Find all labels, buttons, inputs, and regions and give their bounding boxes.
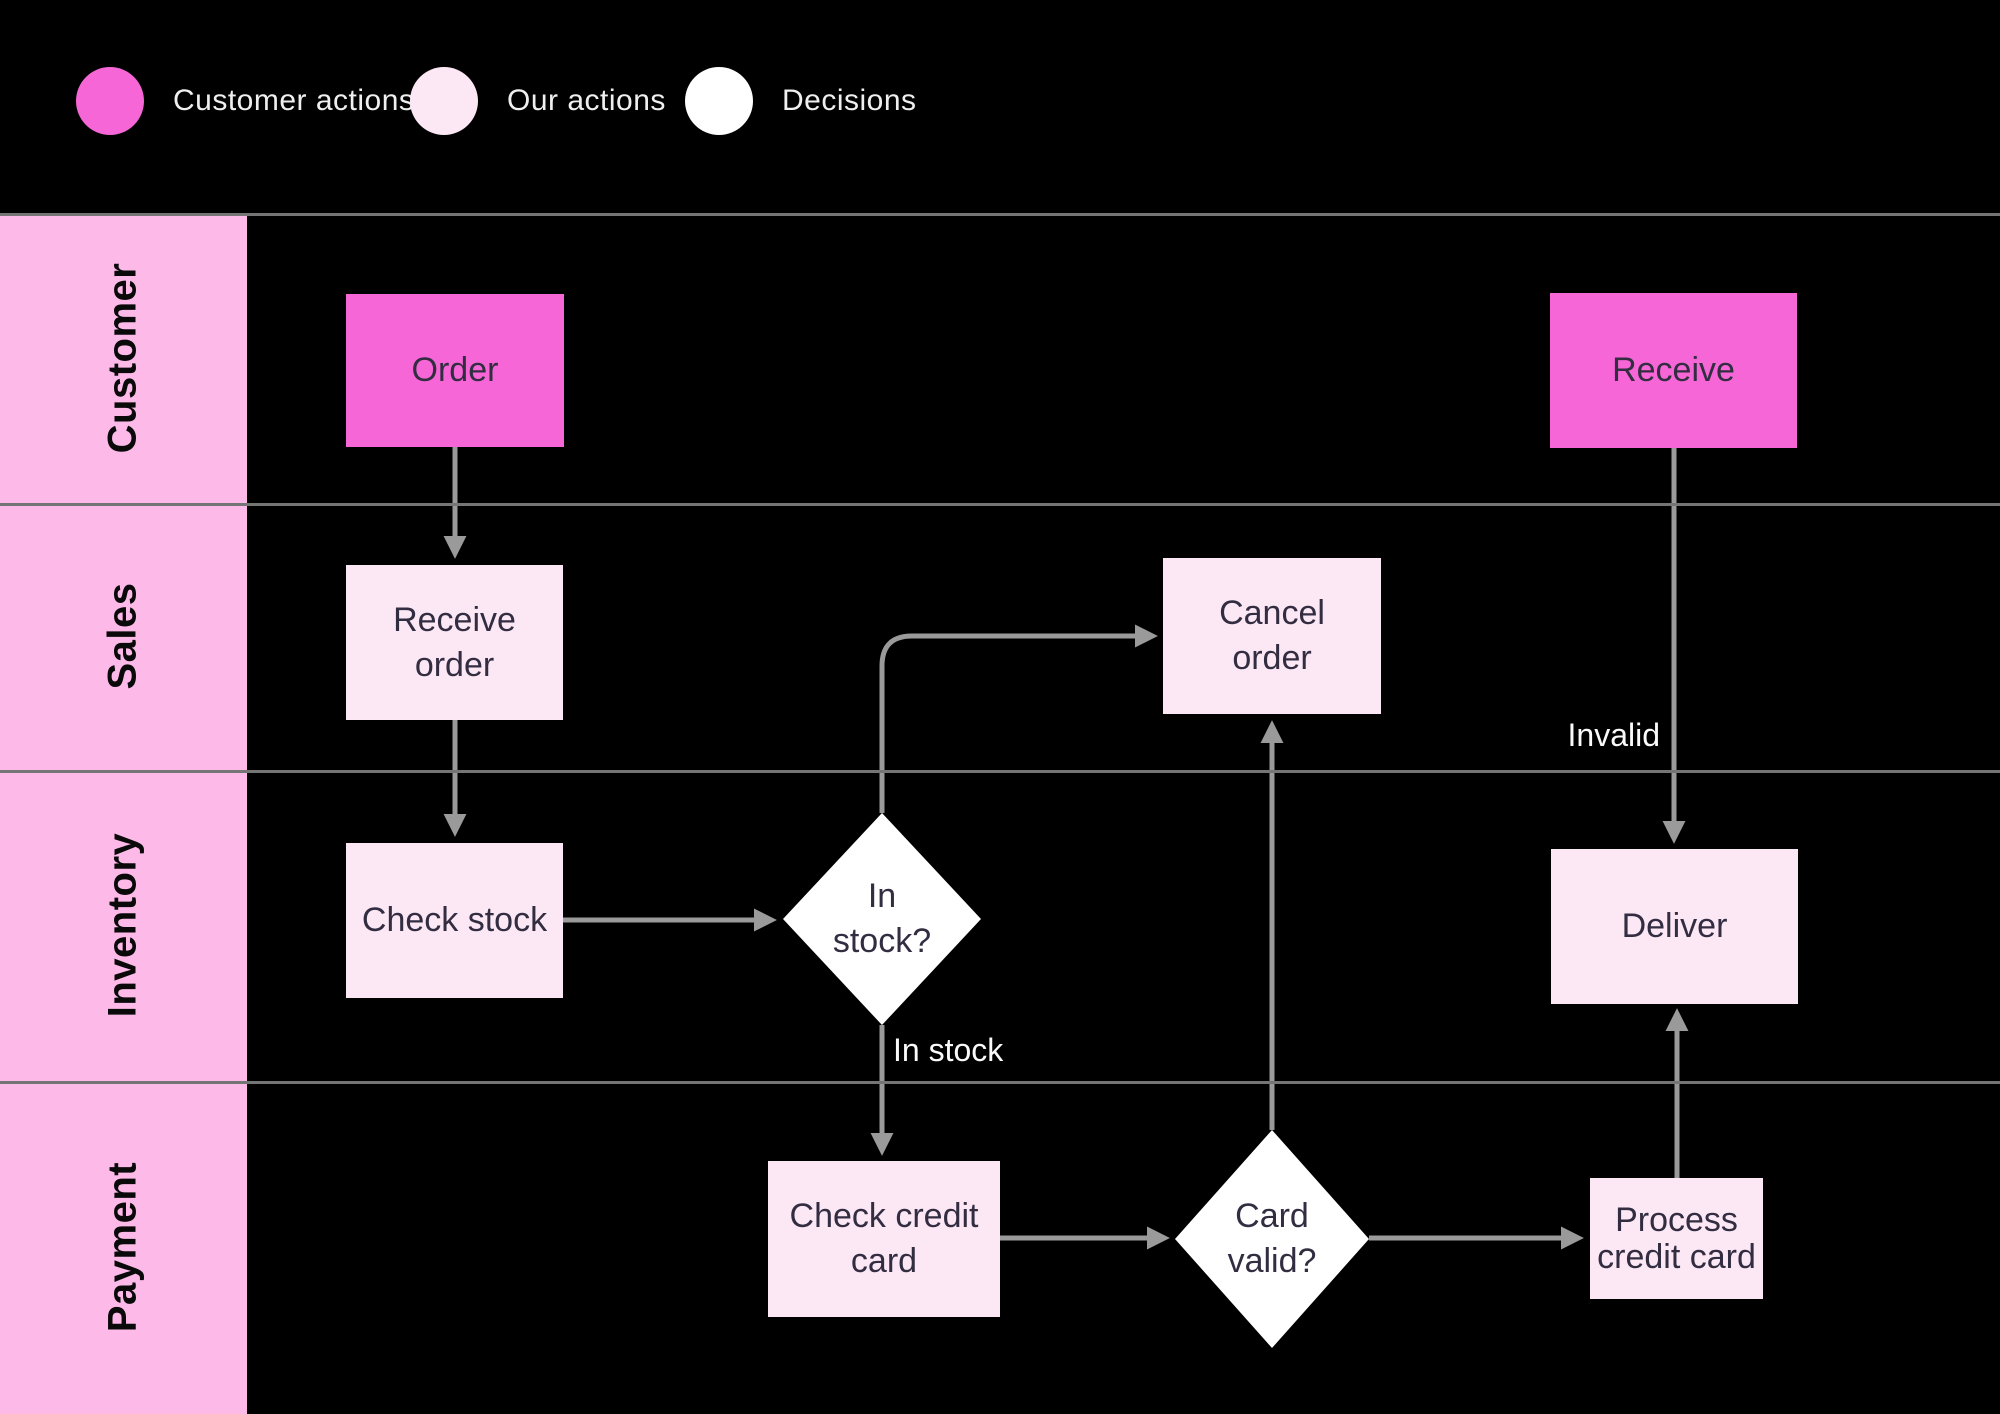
node-check-credit-card-label: Check credit card	[789, 1197, 979, 1280]
lane-divider-customer-sales	[0, 503, 2000, 506]
legend-item-our-actions: Our actions	[410, 67, 666, 135]
node-receive-order[interactable]: Receive order	[346, 565, 563, 720]
node-card-valid-decision[interactable]: Card valid?	[1175, 1130, 1369, 1348]
decisions-swatch-icon	[685, 67, 753, 135]
legend-item-customer-actions: Customer actions	[76, 67, 414, 135]
node-cancel-order[interactable]: Cancel order	[1163, 558, 1381, 714]
node-process-credit-card[interactable]: Process credit card	[1590, 1178, 1763, 1299]
node-check-credit-card[interactable]: Check credit card	[768, 1161, 1000, 1317]
legend-label-our-actions: Our actions	[507, 84, 666, 117]
edge-label-invalid: Invalid	[1567, 717, 1661, 753]
edge-in-stock-to-cancel-order	[879, 624, 1158, 813]
node-deliver-label: Deliver	[1621, 907, 1728, 946]
lane-divider-top	[0, 213, 2000, 216]
node-in-stock-decision[interactable]: In stock?	[783, 813, 981, 1025]
lane-label-inventory: Inventory	[100, 832, 145, 1018]
node-check-stock-label: Check stock	[361, 901, 548, 940]
node-card-valid-label: Card valid?	[1227, 1197, 1317, 1280]
node-order[interactable]: Order	[346, 294, 564, 447]
legend-label-decisions: Decisions	[782, 84, 917, 117]
lane-label-payment: Payment	[100, 1161, 145, 1333]
lane-label-customer: Customer	[100, 262, 145, 454]
customer-actions-swatch-icon	[76, 67, 144, 135]
lane-label-sales: Sales	[100, 582, 145, 690]
lane-divider-sales-inventory	[0, 770, 2000, 773]
node-deliver[interactable]: Deliver	[1551, 849, 1798, 1004]
node-process-credit-card-label: Process credit card	[1597, 1201, 1756, 1276]
node-cancel-order-label: Cancel order	[1219, 594, 1325, 677]
edge-label-in-stock: In stock	[893, 1032, 1004, 1068]
node-receive-order-label: Receive order	[393, 600, 516, 684]
lane-header-column	[0, 213, 247, 1414]
node-receive[interactable]: Receive	[1550, 293, 1797, 448]
our-actions-swatch-icon	[410, 67, 478, 135]
legend-item-decisions: Decisions	[685, 67, 917, 135]
node-receive-label: Receive	[1612, 351, 1735, 390]
legend-label-customer-actions: Customer actions	[173, 84, 415, 117]
node-in-stock-label: In stock?	[832, 877, 932, 960]
node-order-label: Order	[411, 351, 499, 390]
lane-divider-inventory-payment	[0, 1081, 2000, 1084]
node-check-stock[interactable]: Check stock	[346, 843, 563, 998]
